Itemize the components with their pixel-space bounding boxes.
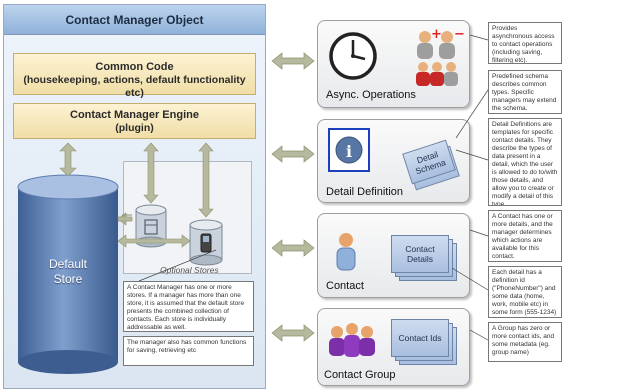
contact-group-label: Contact Group (324, 369, 396, 381)
connector-arrows (271, 52, 315, 342)
description-note-1: A Contact Manager has one or more stores… (123, 281, 254, 332)
contact-group-panel: Contact Group Contact Ids (317, 308, 470, 386)
internal-connectors (59, 142, 214, 248)
arrow-group (271, 324, 315, 342)
note-async: Provides asynchronous access to contact … (488, 22, 562, 64)
async-operations-label: Async. Operations (326, 89, 416, 101)
clock-icon (329, 32, 377, 80)
contact-manager-object-panel: Contact Manager Object Common Code (hous… (3, 4, 266, 389)
common-code-title: Common Code (95, 61, 174, 73)
common-code-box: Common Code (housekeeping, actions, defa… (13, 53, 256, 99)
svg-text:+: + (431, 27, 442, 42)
contact-details-sheet: Contact Details (391, 235, 449, 273)
engine-box: Contact Manager Engine (plugin) (13, 103, 256, 139)
contact-ids-label: Contact Ids (398, 333, 442, 343)
note-contact: A Contact has one or more details, and t… (488, 210, 562, 262)
contact-person-icon (336, 233, 356, 271)
contact-group-people-icon (329, 323, 375, 357)
contact-details-label: Contact Details (405, 244, 435, 264)
users-add-remove-icon: + − (416, 27, 465, 86)
default-store-label-line1: Default (48, 257, 88, 271)
note-detail-data-text: Each detail has a definition id ("PhoneN… (492, 269, 557, 316)
note-schema: Predefined schema describes common types… (488, 70, 562, 114)
common-code-subtitle: (housekeeping, actions, default function… (23, 74, 246, 99)
note-contact-group: A Group has zero or more contact ids, an… (488, 322, 562, 362)
contact-label: Contact (326, 280, 364, 292)
svg-text:−: − (454, 27, 465, 42)
description-note-1-text: A Contact Manager has one or more stores… (127, 284, 245, 331)
detail-definition-label: Detail Definition (326, 186, 404, 198)
default-store-database-icon (17, 174, 119, 374)
engine-subtitle: (plugin) (115, 122, 154, 134)
note-contact-group-text: A Group has zero or more contact ids, an… (492, 325, 555, 356)
note-detail-definition-text: Detail Definitions are templates for spe… (492, 121, 558, 206)
detail-definition-panel: i Detail Definition Detail Schema (317, 119, 470, 203)
default-store-label-line2: Store (53, 272, 83, 286)
contact-panel: Contact Contact Details (317, 213, 470, 298)
panel-title: Contact Manager Object (4, 5, 265, 35)
engine-title: Contact Manager Engine (70, 109, 199, 121)
arrow-detail (271, 145, 315, 163)
note-detail-definition: Detail Definitions are templates for spe… (488, 118, 562, 206)
note-async-text: Provides asynchronous access to contact … (492, 25, 555, 64)
note-contact-text: A Contact has one or more details, and t… (492, 213, 553, 260)
note-schema-text: Predefined schema describes common types… (492, 73, 557, 112)
description-note-2: The manager also has common functions fo… (123, 336, 254, 366)
arrow-async (271, 52, 315, 70)
arrow-contact (271, 239, 315, 257)
note-leader-lines (138, 249, 217, 282)
optional-stores-label: Optional Stores (160, 265, 219, 275)
default-store-label: Default Store (18, 257, 118, 287)
contact-ids-sheet: Contact Ids (391, 319, 449, 357)
info-icon: i (328, 128, 370, 172)
async-operations-panel: + − Async. Operations (317, 20, 470, 108)
description-note-2-text: The manager also has common functions fo… (127, 339, 247, 354)
note-detail-data: Each detail has a definition id ("PhoneN… (488, 266, 562, 318)
svg-text:i: i (346, 142, 352, 161)
